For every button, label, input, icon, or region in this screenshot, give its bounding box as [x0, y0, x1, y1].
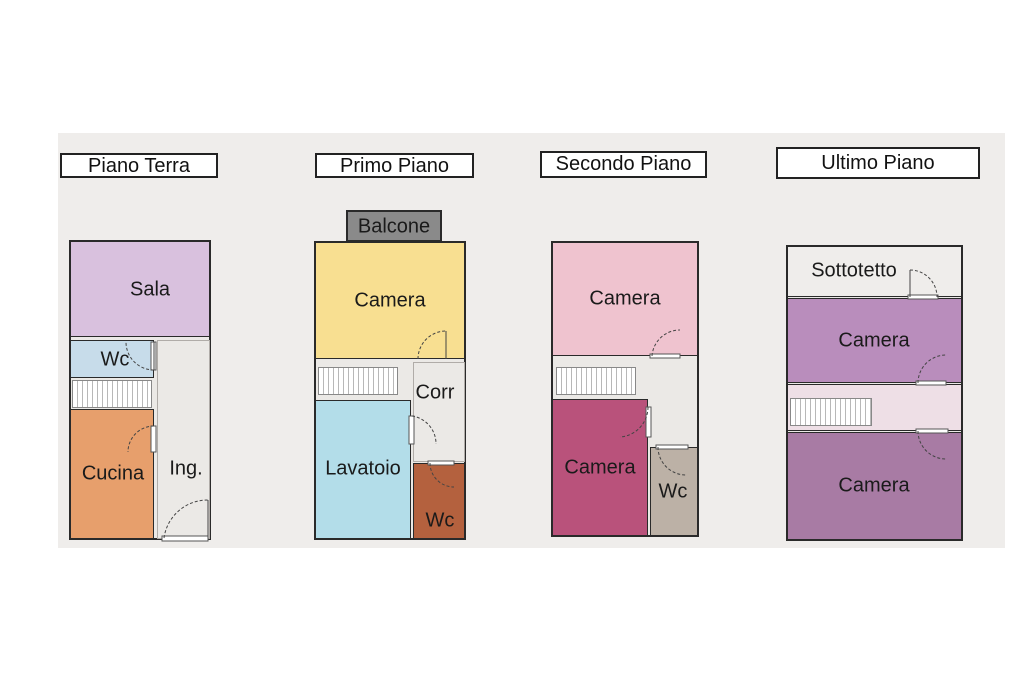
room-corr [413, 362, 465, 462]
label-corr: Corr [415, 381, 455, 404]
label-lavatoio: Lavatoio [325, 457, 401, 480]
door-ingresso [161, 499, 209, 542]
label-wc-primo: Wc [425, 509, 455, 532]
room-camera-secondo-bottom [552, 399, 648, 536]
label-balcone: Balcone [357, 215, 431, 238]
label-camera-primo: Camera [354, 289, 426, 312]
door-wc-terra [125, 341, 157, 371]
door-camera-secondo-top [649, 329, 681, 359]
stairs-primo [318, 367, 398, 395]
room-camera-ultimo-top [787, 298, 962, 383]
door-camera-ultimo-top [915, 354, 947, 386]
floor-title-secondo-piano: Secondo Piano [540, 151, 707, 178]
door-camera-primo [417, 330, 447, 360]
label-cucina: Cucina [81, 462, 145, 485]
door-camera-ultimo-bottom [915, 428, 949, 460]
door-sottotetto [907, 269, 939, 300]
door-wc-secondo [655, 444, 689, 476]
door-lavatoio [408, 415, 437, 445]
floor-title-primo-piano: Primo Piano [315, 153, 474, 178]
stairs-terra [72, 380, 152, 408]
room-wc-secondo [650, 447, 698, 536]
door-wc-primo [427, 460, 455, 488]
label-camera-secondo-bottom: Camera [564, 456, 636, 479]
stairs-ultimo [790, 398, 872, 426]
label-wc-secondo: Wc [658, 480, 688, 503]
label-camera-secondo-top: Camera [589, 287, 661, 310]
room-sala [70, 241, 210, 337]
room-camera-primo [315, 242, 465, 359]
room-lavatoio [315, 400, 411, 539]
label-wc-terra: Wc [100, 348, 130, 371]
label-ingresso: Ing. [169, 457, 203, 480]
room-sottotetto [787, 246, 962, 297]
label-camera-ultimo-top: Camera [838, 329, 910, 352]
label-sala: Sala [129, 278, 171, 301]
room-camera-ultimo-bottom [787, 432, 962, 540]
room-wc-terra [70, 340, 154, 378]
floor-title-piano-terra: Piano Terra [60, 153, 218, 178]
room-ingresso [157, 340, 210, 539]
stairs-secondo [556, 367, 636, 395]
door-cucina [127, 425, 157, 453]
door-camera-secondo-bottom [619, 406, 652, 438]
label-camera-ultimo-bottom: Camera [838, 474, 910, 497]
floor-title-ultimo-piano: Ultimo Piano [776, 147, 980, 179]
label-sottotetto: Sottotetto [811, 259, 897, 282]
room-camera-secondo-top [552, 242, 698, 356]
